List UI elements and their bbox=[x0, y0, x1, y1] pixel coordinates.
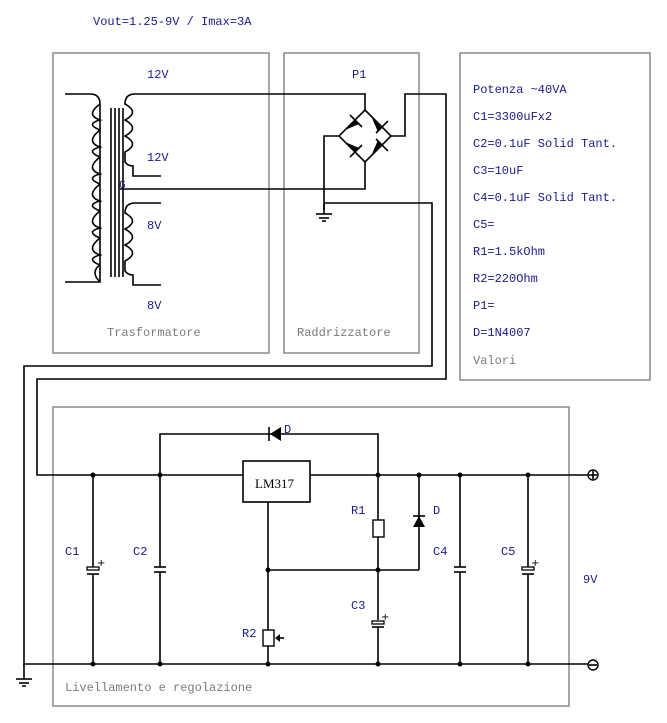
resistor-r1 bbox=[372, 475, 385, 620]
bridge-rectifier: P1 bbox=[23, 68, 447, 666]
junction-dots bbox=[90, 472, 531, 667]
wire-ac1 bbox=[280, 93, 366, 110]
diode-top bbox=[268, 427, 281, 441]
lower-secondary-winding bbox=[123, 202, 161, 286]
label-c2: C2 bbox=[133, 545, 147, 559]
values-section-label: Valori bbox=[473, 354, 516, 368]
label-8v-secondary: 8V bbox=[147, 219, 162, 233]
transformer-section-label: Trasformatore bbox=[107, 326, 201, 340]
capacitor-c4 bbox=[454, 475, 466, 664]
positive-terminal-icon[interactable] bbox=[587, 469, 599, 481]
lm317-chip bbox=[242, 460, 311, 503]
potentiometer-r2 bbox=[262, 629, 284, 664]
label-p1: P1 bbox=[352, 68, 366, 82]
svg-text:+: + bbox=[97, 558, 105, 569]
title: Vout=1.25-9V / Imax=3A bbox=[93, 15, 252, 29]
upper-secondary-winding bbox=[123, 93, 280, 177]
value-item: C5= bbox=[473, 218, 495, 232]
value-item: C1=3300uFx2 bbox=[473, 110, 552, 124]
regulation-section-label: Livellamento e regolazione bbox=[65, 681, 252, 695]
regulation-section bbox=[52, 406, 570, 707]
primary-winding bbox=[65, 93, 101, 283]
bridge-diode bbox=[372, 118, 389, 134]
bridge-diode bbox=[345, 114, 363, 130]
svg-text:+: + bbox=[531, 558, 539, 569]
value-item: C3=10uF bbox=[473, 164, 523, 178]
label-8v-bottom: 8V bbox=[147, 299, 162, 313]
value-item: C4=0.1uF Solid Tant. bbox=[473, 191, 617, 205]
label-center-tap: G bbox=[119, 180, 126, 192]
label-d-side: D bbox=[433, 504, 440, 518]
bridge-diamond bbox=[337, 108, 393, 164]
value-item: R1=1.5kOhm bbox=[473, 245, 545, 259]
bridge-diode bbox=[345, 142, 363, 158]
capacitor-c2 bbox=[154, 475, 166, 664]
value-item: Potenza ~40VA bbox=[473, 83, 567, 97]
transformer-section bbox=[52, 52, 270, 354]
wire-dc-negative bbox=[323, 135, 339, 210]
lm317-label: LM317 bbox=[255, 476, 295, 491]
label-c5: C5 bbox=[501, 545, 515, 559]
primary-coil-loops bbox=[91, 103, 103, 283]
ground-icon bbox=[316, 203, 332, 222]
label-12v-top: 12V bbox=[147, 68, 169, 82]
label-c1: C1 bbox=[65, 545, 79, 559]
diode-side bbox=[413, 475, 425, 570]
label-d-top: D bbox=[284, 423, 291, 437]
rectifier-section-label: Raddrizzatore bbox=[297, 326, 391, 340]
component-values-list: Potenza ~40VA C1=3300uFx2 C2=0.1uF Solid… bbox=[473, 83, 617, 340]
wire-dc-positive bbox=[36, 93, 447, 476]
value-item: P1= bbox=[473, 299, 495, 313]
value-item: C2=0.1uF Solid Tant. bbox=[473, 137, 617, 151]
output-voltage-label: 9V bbox=[583, 573, 598, 587]
svg-text:+: + bbox=[381, 612, 389, 623]
label-r1: R1 bbox=[351, 504, 365, 518]
ground-icon bbox=[16, 664, 32, 687]
label-c3: C3 bbox=[351, 599, 365, 613]
wire-ground-return bbox=[23, 202, 433, 666]
regulator-circuit: LM317 D + C1 C2 bbox=[16, 423, 599, 687]
label-r2: R2 bbox=[242, 627, 256, 641]
capacitor-c5: + bbox=[521, 475, 539, 664]
capacitor-c3: + bbox=[371, 612, 389, 664]
bridge-diode bbox=[372, 138, 389, 154]
value-item: D=1N4007 bbox=[473, 326, 531, 340]
capacitor-c1: + bbox=[86, 475, 105, 664]
transformer-core bbox=[110, 108, 124, 277]
negative-terminal-icon[interactable] bbox=[587, 659, 599, 671]
label-12v-secondary: 12V bbox=[147, 151, 169, 165]
value-item: R2=220Ohm bbox=[473, 272, 538, 286]
values-section bbox=[459, 52, 651, 381]
label-c4: C4 bbox=[433, 545, 447, 559]
wire-ac2 bbox=[280, 162, 366, 190]
transformer: 12V 12V G 8V 8V bbox=[65, 68, 280, 313]
